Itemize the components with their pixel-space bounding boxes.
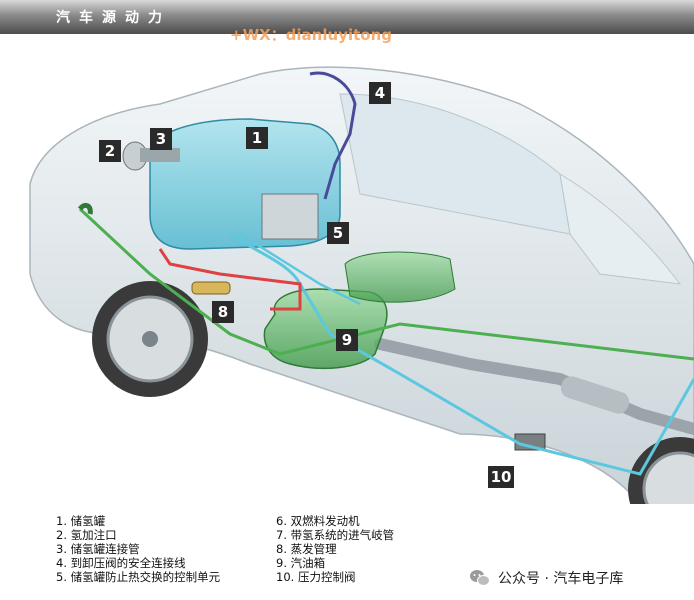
exhaust-pipe <box>374 338 694 435</box>
safety-line <box>309 71 357 200</box>
header-bar: 汽车源动力 <box>0 0 694 34</box>
hydrogen-line-2 <box>239 232 361 306</box>
rear-rim <box>642 451 694 504</box>
callout-9: 9 <box>336 329 358 351</box>
page-title: 汽车源动力 <box>56 10 171 26</box>
legend-right: 6. 双燃料发动机 7. 带氢系统的进气岐管 8. 蒸发管理 9. 汽油箱 10… <box>276 514 394 584</box>
legend-item: 5. 储氢罐防止热交换的控制单元 <box>56 570 221 584</box>
legend-item: 2. 氢加注口 <box>56 528 117 542</box>
legend-item: 3. 储氢罐连接管 <box>56 542 140 556</box>
callout-8: 8 <box>212 301 234 323</box>
fuel-line <box>78 207 694 361</box>
evap-valve <box>191 281 231 295</box>
filler-pipe <box>140 148 180 162</box>
muffler <box>560 376 630 414</box>
callout-5: 5 <box>327 222 349 244</box>
front-hub <box>142 331 158 347</box>
legend-item: 8. 蒸发管理 <box>276 542 337 556</box>
legend-item: 7. 带氢系统的进气岐管 <box>276 528 395 542</box>
hydrogen-line <box>229 232 694 476</box>
evap-line <box>158 248 302 311</box>
footer-text: 公众号 · 汽车电子库 <box>498 571 624 587</box>
control-unit <box>261 193 319 240</box>
legend-item: 9. 汽油箱 <box>276 556 326 570</box>
fuel-filler-neck <box>77 202 93 215</box>
rear-window <box>559 173 682 285</box>
callout-1: 1 <box>246 127 268 149</box>
intake-manifold <box>344 251 456 303</box>
callout-3: 3 <box>150 128 172 150</box>
callout-4: 4 <box>369 82 391 104</box>
legend-item: 4. 到卸压阀的安全连接线 <box>56 556 186 570</box>
car-hydrogen-system-illustration <box>29 66 694 504</box>
footer-source: 公众号 · 汽车电子库 <box>468 566 623 590</box>
legend-item: 10. 压力控制阀 <box>276 570 356 584</box>
callout-10: 10 <box>488 466 514 488</box>
legend-left: 1. 储氢罐 2. 氢加注口 3. 储氢罐连接管 4. 到卸压阀的安全连接线 5… <box>56 514 220 584</box>
wechat-icon <box>470 570 490 586</box>
callout-2: 2 <box>99 140 121 162</box>
watermark: +WX：dianluyitong <box>230 26 392 44</box>
legend-item: 1. 储氢罐 <box>56 514 106 528</box>
legend-item: 6. 双燃料发动机 <box>276 514 360 528</box>
